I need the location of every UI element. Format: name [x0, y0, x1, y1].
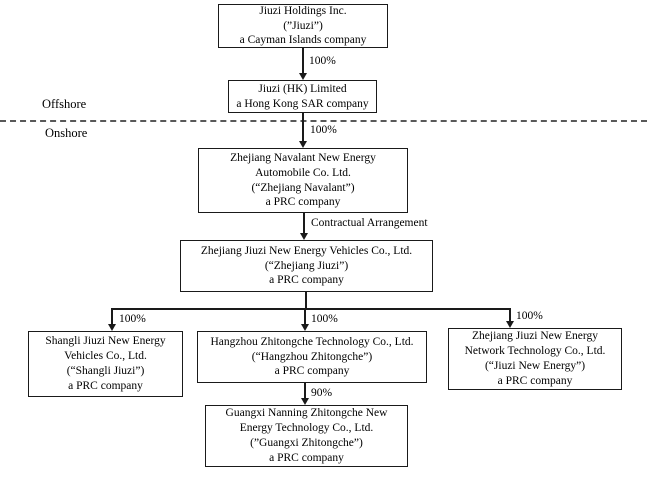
arrow-down-icon [300, 233, 308, 240]
company-line: (“Zhejiang Jiuzi”) [264, 259, 349, 272]
company-line: Automobile Co. Ltd. [255, 166, 351, 179]
company-line: Shangli Jiuzi New Energy [45, 335, 166, 348]
company-line: Vehicles Co., Ltd. [64, 350, 147, 363]
company-line: (”Guangxi Zhitongche”) [250, 437, 363, 449]
company-line: a PRC company [68, 379, 143, 392]
company-line: (”Jiuzi”) [283, 19, 323, 32]
ownership-label: 100% [119, 313, 146, 325]
ownership-label: 100% [309, 55, 336, 67]
node-shangli-jiuzi: Shangli Jiuzi New Energy Vehicles Co., L… [28, 331, 183, 397]
connector-line [303, 213, 305, 234]
company-line: (“Shangli Jiuzi”) [66, 365, 145, 377]
company-line: Zhejiang Jiuzi New Energy Vehicles Co., … [200, 244, 413, 257]
ownership-label: 100% [311, 313, 338, 325]
connector-line [509, 308, 511, 322]
company-line: a Hong Kong SAR company [236, 97, 369, 110]
arrow-down-icon [108, 324, 116, 331]
company-line: a PRC company [269, 451, 344, 464]
company-line: Hangzhou Zhitongche Technology Co., Ltd. [210, 335, 414, 348]
node-zhejiang-navalant: Zhejiang Navalant New Energy Automobile … [198, 148, 408, 213]
company-line: a Cayman Islands company [239, 34, 367, 47]
offshore-label: Offshore [42, 97, 87, 111]
connector-line [302, 113, 304, 142]
node-jiuzi-hk: Jiuzi (HK) Limited a Hong Kong SAR compa… [228, 80, 377, 113]
company-line: a PRC company [497, 374, 573, 387]
company-line: (“Hangzhou Zhitongche”) [251, 350, 373, 363]
arrow-down-icon [506, 321, 514, 328]
company-line: Zhejiang Navalant New Energy [230, 151, 376, 164]
connector-line [111, 308, 113, 325]
connector-line [304, 383, 306, 399]
contractual-arrangement-label: Contractual Arrangement [311, 217, 428, 229]
node-hangzhou-zhitongche: Hangzhou Zhitongche Technology Co., Ltd.… [197, 331, 427, 383]
arrow-down-icon [301, 324, 309, 331]
company-line: (“Zhejiang Navalant”) [251, 181, 355, 194]
onshore-label: Onshore [45, 126, 88, 140]
connector-line [304, 308, 306, 325]
company-line: a PRC company [274, 365, 350, 378]
company-line: Guangxi Nanning Zhitongche New [225, 407, 388, 420]
ownership-label: 100% [310, 124, 337, 136]
connector-line [302, 48, 304, 74]
company-line: a PRC company [265, 196, 341, 209]
arrow-down-icon [299, 141, 307, 148]
connector-line [305, 292, 307, 308]
arrow-down-icon [301, 398, 309, 405]
offshore-onshore-divider [0, 120, 647, 122]
node-jiuzi-holdings: Jiuzi Holdings Inc. (”Jiuzi”) a Cayman I… [218, 4, 388, 48]
node-guangxi-zhitongche: Guangxi Nanning Zhitongche New Energy Te… [205, 405, 408, 467]
company-line: a PRC company [269, 274, 344, 287]
company-line: (“Jiuzi New Energy”) [484, 360, 586, 372]
company-line: Jiuzi Holdings Inc. [259, 4, 347, 17]
company-line: Jiuzi (HK) Limited [258, 82, 347, 95]
node-jiuzi-new-energy: Zhejiang Jiuzi New Energy Network Techno… [448, 328, 622, 390]
company-line: Zhejiang Jiuzi New Energy [472, 330, 598, 343]
ownership-label: 100% [516, 310, 543, 322]
node-zhejiang-jiuzi: Zhejiang Jiuzi New Energy Vehicles Co., … [180, 240, 433, 292]
branch-line [112, 308, 510, 310]
arrow-down-icon [299, 73, 307, 80]
company-line: Energy Technology Co., Ltd. [239, 422, 374, 435]
ownership-label: 90% [311, 387, 333, 399]
company-line: Network Technology Co., Ltd. [464, 345, 606, 358]
